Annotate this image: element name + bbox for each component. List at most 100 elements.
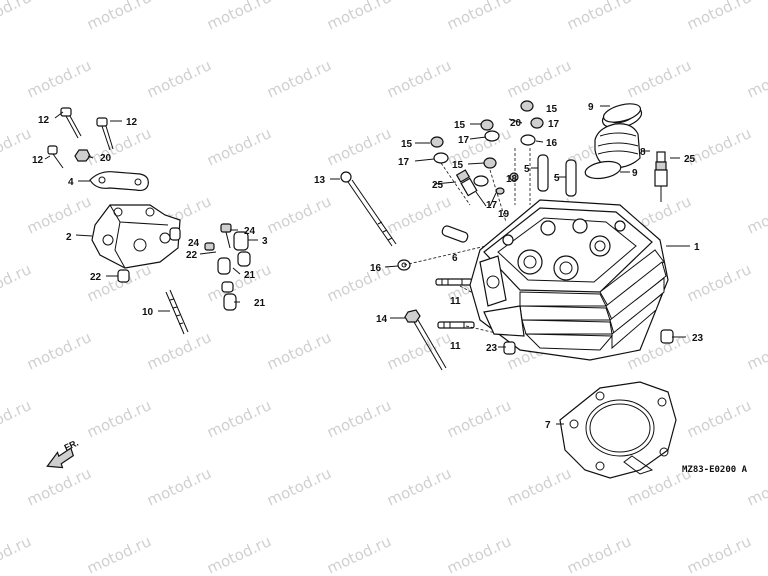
watermark-text: motod.ru bbox=[324, 260, 394, 305]
callout-13: 13 bbox=[314, 175, 326, 186]
callout-19: 19 bbox=[498, 209, 510, 220]
watermark-text: motod.ru bbox=[24, 328, 94, 373]
leader-lines bbox=[44, 105, 690, 425]
watermark-text: motod.ru bbox=[444, 396, 514, 441]
bolt-14 bbox=[404, 309, 447, 371]
callout-22a: 22 bbox=[90, 272, 102, 283]
watermark-text: motod.ru bbox=[204, 532, 274, 576]
callout-6: 6 bbox=[452, 253, 458, 264]
cam-holder-2 bbox=[91, 204, 181, 269]
watermark-text: motod.ru bbox=[84, 0, 154, 34]
stud-11-upper bbox=[435, 278, 473, 286]
watermark-text: motod.ru bbox=[564, 532, 634, 576]
watermark-text: motod.ru bbox=[264, 328, 334, 373]
dowel-23-right bbox=[660, 329, 674, 344]
watermark-text: motod.ru bbox=[84, 396, 154, 441]
watermark-text: motod.ru bbox=[84, 532, 154, 576]
watermark-text: motod.ru bbox=[564, 0, 634, 34]
watermark-text: motod.ru bbox=[384, 56, 454, 101]
callout-18: 18 bbox=[506, 174, 518, 185]
watermark-text: motod.ru bbox=[0, 260, 34, 305]
spark-plug-25-right bbox=[654, 151, 668, 202]
callout-15a: 15 bbox=[454, 120, 466, 131]
watermark-text: motod.ru bbox=[204, 396, 274, 441]
dashed-guides bbox=[403, 148, 531, 335]
callout-1: 1 bbox=[694, 242, 700, 253]
watermark-text: motod.ru bbox=[384, 464, 454, 509]
callout-24b: 24 bbox=[188, 238, 200, 249]
watermark-text: motod.ru bbox=[444, 532, 514, 576]
callout-3: 3 bbox=[262, 236, 268, 247]
watermark-text: motod.ru bbox=[744, 464, 768, 509]
watermark-text: motod.ru bbox=[324, 0, 394, 34]
watermark-text: motod.ru bbox=[144, 328, 214, 373]
callout-11b: 11 bbox=[450, 341, 461, 352]
watermark-text: motod.ru bbox=[684, 532, 754, 576]
watermark-text: motod.ru bbox=[24, 192, 94, 237]
watermark-text: motod.ru bbox=[0, 532, 34, 576]
watermark-text: motod.ru bbox=[84, 124, 154, 169]
clamp-band-9-upper bbox=[602, 103, 642, 123]
callout-16a: 16 bbox=[370, 263, 382, 274]
watermark-text: motod.ru bbox=[744, 56, 768, 101]
watermark-text: motod.ru bbox=[744, 192, 768, 237]
watermark-text: motod.ru bbox=[324, 532, 394, 576]
watermark-text: motod.ru bbox=[144, 464, 214, 509]
callout-4: 4 bbox=[68, 177, 74, 188]
stud-10 bbox=[165, 289, 189, 335]
diagram-code: MZ83-E0200 A bbox=[682, 465, 748, 475]
watermark-text: motod.ru bbox=[624, 56, 694, 101]
watermark-text: motod.ru bbox=[204, 124, 274, 169]
cam-holder-assembly bbox=[47, 107, 251, 335]
nut-20 bbox=[74, 149, 91, 162]
callout-15c: 15 bbox=[546, 104, 558, 115]
callout-25b: 25 bbox=[684, 154, 696, 165]
callout-23a: 23 bbox=[692, 333, 704, 344]
callout-2: 2 bbox=[66, 232, 72, 243]
watermark-text: motod.ru bbox=[504, 464, 574, 509]
callout-22b: 22 bbox=[186, 250, 198, 261]
watermark-text: motod.ru bbox=[0, 124, 34, 169]
head-gasket-7 bbox=[559, 381, 677, 479]
watermark-text: motod.ru bbox=[0, 0, 34, 34]
dowel-22-left bbox=[117, 269, 130, 283]
bolt-24 bbox=[220, 223, 232, 249]
bolt-12-lower bbox=[47, 145, 64, 169]
watermark-text: motod.ru bbox=[144, 56, 214, 101]
watermark-text: motod.ru bbox=[324, 124, 394, 169]
callout-5a: 5 bbox=[524, 164, 530, 175]
callout-20b: 20 bbox=[510, 118, 522, 129]
bolt-12-right bbox=[96, 117, 114, 151]
rocker-shaft-3 bbox=[233, 231, 251, 267]
callout-9a: 9 bbox=[588, 102, 594, 113]
front-arrow-icon bbox=[46, 447, 75, 469]
callout-17a: 17 bbox=[398, 157, 410, 168]
callout-21b: 21 bbox=[254, 298, 266, 309]
watermark-text: motod.ru bbox=[204, 0, 274, 34]
watermark-text: motod.ru bbox=[324, 396, 394, 441]
watermark-text: motod.ru bbox=[684, 0, 754, 34]
callout-12c: 12 bbox=[32, 155, 44, 166]
bolt-12-left bbox=[60, 107, 82, 139]
callout-12b: 12 bbox=[126, 117, 138, 128]
callout-17c: 17 bbox=[548, 119, 560, 130]
oil-plate-4 bbox=[89, 171, 149, 192]
callout-17d: 17 bbox=[486, 200, 498, 211]
callout-labels: 1 2 3 4 5 5 6 7 8 9 9 10 11 11 12 12 12 … bbox=[32, 102, 704, 431]
callout-15d: 15 bbox=[452, 160, 464, 171]
callout-5b: 5 bbox=[554, 173, 560, 184]
dowel-22-right bbox=[169, 227, 181, 241]
watermark-text: motod.ru bbox=[684, 396, 754, 441]
callout-17b: 17 bbox=[458, 135, 470, 146]
callout-8: 8 bbox=[640, 147, 646, 158]
pin-21-lower bbox=[221, 281, 237, 311]
pin-21-upper bbox=[217, 257, 231, 275]
watermark-text: motod.ru bbox=[504, 56, 574, 101]
cylinder-head-1 bbox=[469, 199, 669, 361]
valve-guide-6 bbox=[441, 225, 469, 243]
watermark-text: motod.ru bbox=[264, 192, 334, 237]
spark-plug-25-left bbox=[455, 169, 487, 207]
callout-14: 14 bbox=[376, 314, 388, 325]
watermark-text: motod.ru bbox=[0, 396, 34, 441]
